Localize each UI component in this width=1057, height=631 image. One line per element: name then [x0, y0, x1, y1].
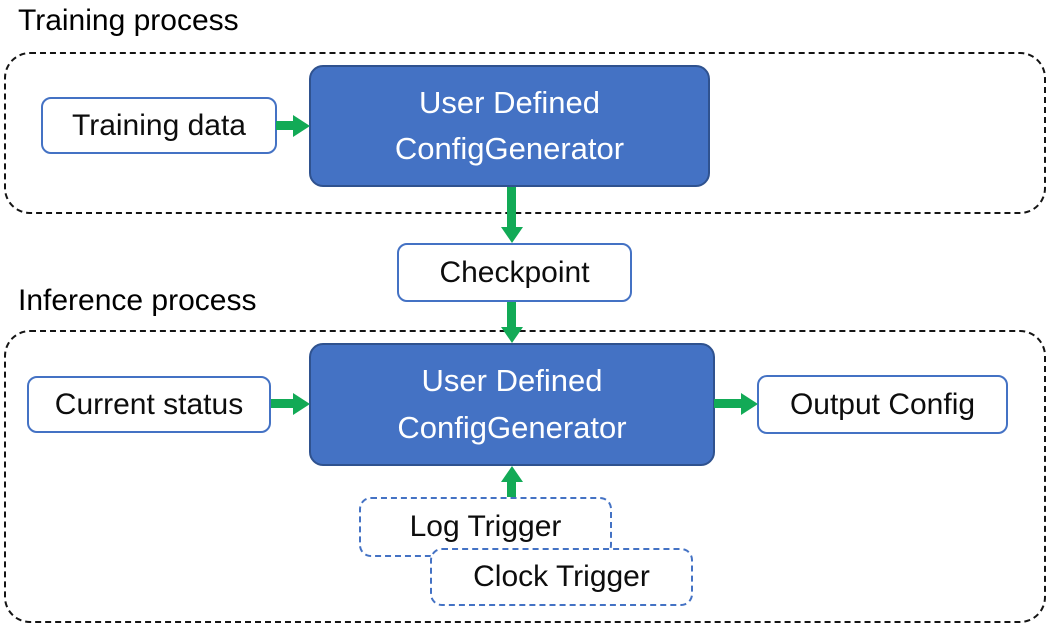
training-generator-label-line1: User Defined	[419, 84, 600, 120]
output-config-label: Output Config	[789, 387, 976, 421]
training-generator-box: User Defined ConfigGenerator	[309, 65, 710, 187]
arrow-triggers-to-generator	[500, 466, 523, 497]
arrow-checkpoint-to-inference-generator	[500, 302, 523, 343]
clock-trigger-box: Clock Trigger	[430, 548, 693, 606]
arrow-generator-to-checkpoint	[500, 187, 523, 243]
arrow-shaft	[276, 121, 293, 130]
checkpoint-label: Checkpoint	[439, 255, 590, 289]
arrow-current-status-to-generator	[271, 392, 310, 415]
arrow-head	[293, 392, 310, 415]
training-data-label: Training data	[72, 108, 246, 142]
arrow-training-data-to-generator	[276, 114, 310, 137]
inference-generator-label-line2: ConfigGenerator	[397, 409, 627, 445]
arrow-shaft	[714, 399, 741, 408]
log-trigger-label: Log Trigger	[409, 510, 562, 543]
arrow-generator-to-output-config	[714, 392, 758, 415]
arrow-shaft	[507, 302, 516, 327]
training-process-container	[4, 52, 1046, 214]
current-status-box: Current status	[27, 376, 271, 433]
checkpoint-box: Checkpoint	[397, 243, 632, 302]
training-process-title: Training process	[18, 4, 239, 37]
arrow-head	[293, 114, 310, 137]
training-data-box: Training data	[41, 97, 277, 154]
inference-generator-label-line1: User Defined	[421, 363, 603, 398]
inference-process-title: Inference process	[18, 284, 257, 317]
log-trigger-box: Log Trigger	[359, 497, 612, 557]
arrow-head	[500, 327, 523, 343]
clock-trigger-label: Clock Trigger	[473, 560, 650, 593]
arrow-head	[500, 227, 523, 243]
arrow-shaft	[507, 187, 516, 227]
inference-process-container	[4, 330, 1046, 623]
arrow-shaft	[507, 482, 516, 497]
training-generator-label-line2: ConfigGenerator	[394, 131, 625, 166]
current-status-label: Current status	[54, 387, 244, 421]
inference-generator-box: User Defined ConfigGenerator	[309, 343, 715, 466]
arrow-head	[741, 392, 758, 415]
arrow-head	[500, 466, 523, 482]
arrow-shaft	[271, 399, 293, 408]
output-config-box: Output Config	[757, 375, 1008, 434]
